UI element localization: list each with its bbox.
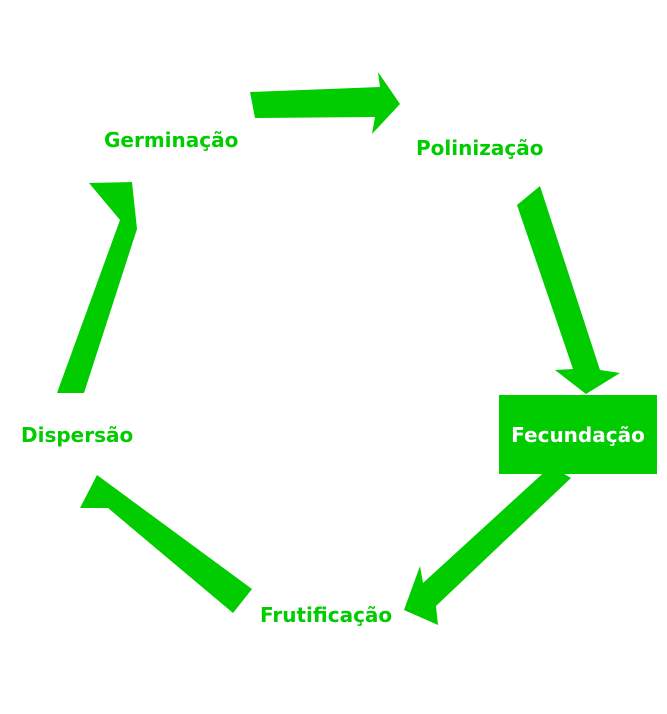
stage-label-fecundacao: Fecundação: [511, 422, 645, 447]
stage-box-fecundacao: Fecundação: [499, 395, 657, 474]
arrow-dispersao-to-germinacao: [57, 182, 137, 393]
stage-label-germinacao: Germinação: [104, 128, 239, 152]
arrow-frutificacao-to-dispersao: [80, 475, 252, 613]
stage-label-polinizacao: Polinização: [416, 136, 544, 160]
arrow-polinizacao-to-fecundacao: [517, 186, 620, 394]
stage-label-frutificacao: Frutificação: [260, 603, 393, 627]
arrow-germinacao-to-polinizacao: [250, 72, 400, 134]
stage-label-dispersao: Dispersão: [21, 423, 134, 447]
arrow-fecundacao-to-frutificacao: [404, 466, 571, 625]
